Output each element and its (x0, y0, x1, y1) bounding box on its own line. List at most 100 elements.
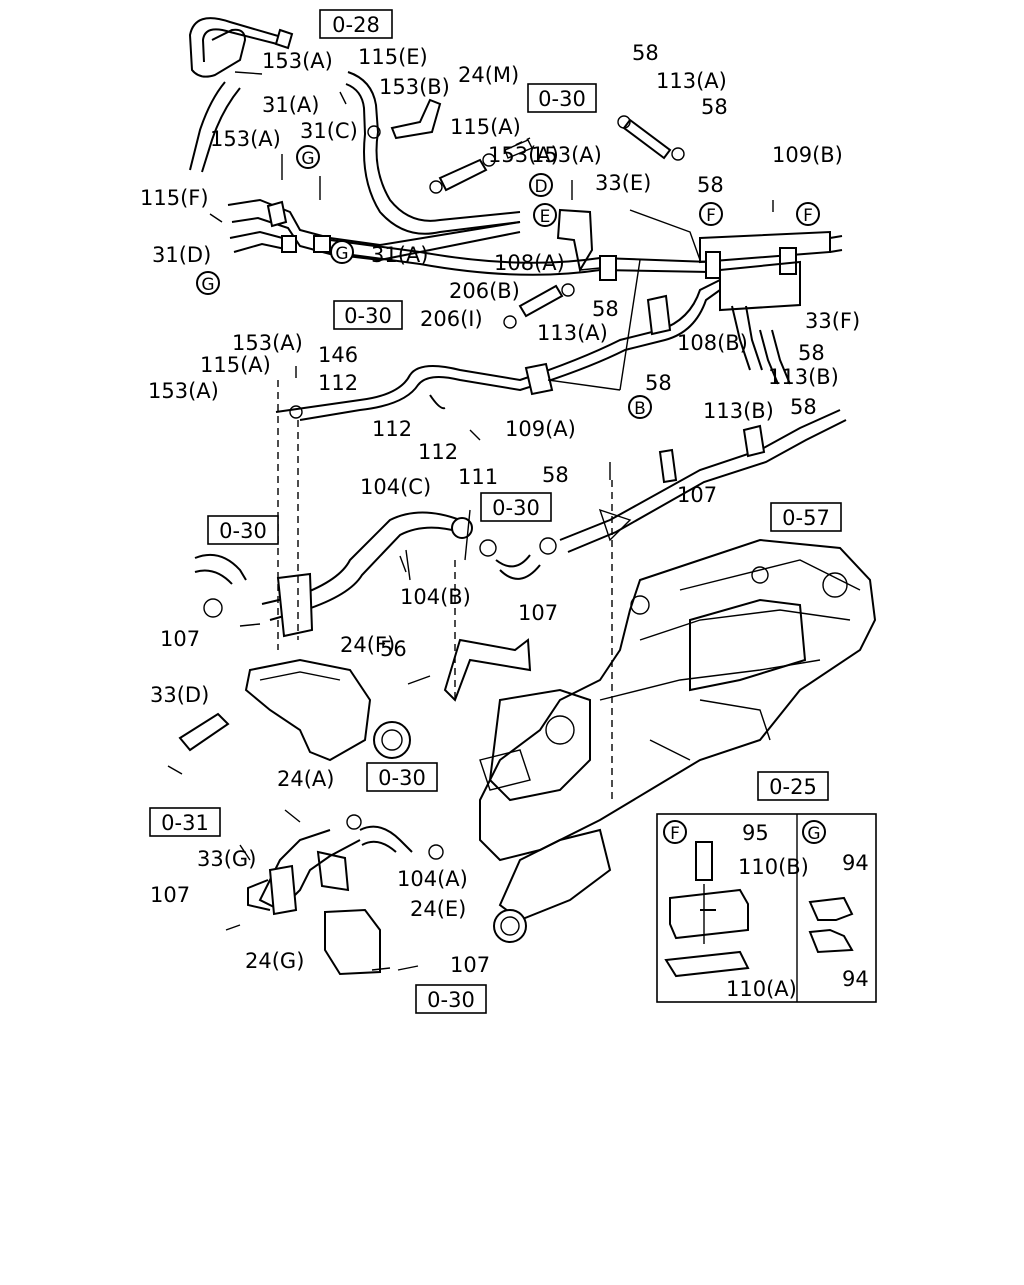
circle-marker: G (330, 240, 354, 264)
part-callout: 24(E) (410, 897, 466, 921)
reference-box: 0-30 (366, 762, 438, 792)
part-callout: 31(A) (371, 243, 428, 267)
reference-box: 0-31 (149, 807, 221, 837)
reference-box: 0-25 (757, 771, 829, 801)
circle-marker: F (699, 202, 723, 226)
circle-marker: D (529, 173, 553, 197)
part-callout: 31(C) (300, 119, 358, 143)
part-callout: 104(A) (397, 867, 468, 891)
part-callout: 24(A) (277, 767, 334, 791)
circle-marker-letter: F (803, 206, 813, 226)
inset-callout: 95 (742, 821, 769, 845)
part-callout: 33(G) (197, 847, 256, 871)
part-callout: 31(D) (152, 243, 211, 267)
part-callout: 109(A) (505, 417, 576, 441)
inset-f-marker-letter: F (670, 824, 680, 844)
part-callout: 108(B) (677, 331, 748, 355)
part-callout: 58 (701, 95, 728, 119)
circle-marker-letter: D (534, 177, 547, 197)
reference-box: 0-30 (415, 984, 487, 1014)
inset-callout: 94 (842, 851, 869, 875)
part-callout: 153(A) (232, 331, 303, 355)
circle-marker: F (796, 202, 820, 226)
circle-marker: G (196, 271, 220, 295)
part-callout: 31(A) (262, 93, 319, 117)
reference-box-label: 0-57 (782, 506, 830, 530)
circle-marker: B (628, 395, 652, 419)
part-callout: 107 (518, 601, 558, 625)
part-callout: 107 (150, 883, 190, 907)
part-callout: 113(A) (537, 321, 608, 345)
part-callout: 58 (790, 395, 817, 419)
reference-box-label: 0-25 (769, 775, 817, 799)
reference-box-label: 0-28 (332, 13, 380, 37)
circle-marker: G (296, 145, 320, 169)
part-callout: 112 (418, 440, 458, 464)
circle-marker-letter: F (706, 206, 716, 226)
inset-g-marker-letter: G (807, 824, 820, 844)
part-callout: 206(B) (449, 279, 520, 303)
part-callout: 115(A) (200, 353, 271, 377)
circle-marker: E (533, 203, 557, 227)
reference-box-label: 0-30 (538, 87, 586, 111)
circle-markers: G G G DE F F B (196, 145, 820, 419)
reference-box-label: 0-30 (378, 766, 426, 790)
reference-box-label: 0-31 (161, 811, 209, 835)
part-callout: 115(E) (358, 45, 428, 69)
part-callout: 153(A) (488, 143, 559, 167)
part-callout: 58 (542, 463, 569, 487)
part-callout: 104(B) (400, 585, 471, 609)
callout-labels: 153(A)115(E)24(M)153(B)31(A)31(C)153(A)1… (140, 41, 860, 977)
part-callout: 153(A) (262, 49, 333, 73)
part-callout: 153(B) (379, 75, 450, 99)
circle-marker-letter: G (335, 244, 348, 264)
circle-marker-letter: B (634, 399, 646, 419)
detail-inset-panel: F G 95 110(B) 110(A) 94 94 (656, 813, 877, 1003)
circle-marker-letter: E (540, 207, 551, 227)
part-callout: 24(G) (245, 949, 304, 973)
reference-box-label: 0-30 (492, 496, 540, 520)
reference-box: 0-28 (319, 9, 393, 39)
part-callout: 33(F) (805, 309, 860, 333)
inset-g-marker: G (802, 820, 826, 844)
part-callout: 33(D) (150, 683, 209, 707)
part-callout: 113(B) (703, 399, 774, 423)
part-callout: 153(A) (531, 143, 602, 167)
reference-boxes: 0-28 0-30 0-30 0-30 0-30 0-57 0-25 0-30 0-31 0-30 (149, 9, 842, 1014)
part-callout: 58 (592, 297, 619, 321)
reference-box-label: 0-30 (219, 519, 267, 543)
inset-f-marker: F (663, 820, 687, 844)
part-callout: 107 (160, 627, 200, 651)
reference-box: 0-57 (770, 502, 842, 532)
circle-marker-letter: G (301, 149, 314, 169)
inset-callout: 110(A) (726, 977, 797, 1001)
part-callout: 58 (632, 41, 659, 65)
circle-marker-letter: G (201, 275, 214, 295)
inset-f-drawing (664, 841, 750, 978)
reference-box: 0-30 (333, 300, 403, 330)
part-callout: 33(E) (595, 171, 651, 195)
part-callout: 113(A) (656, 69, 727, 93)
drawing-geometry (167, 17, 877, 976)
part-callout: 111 (458, 465, 498, 489)
engine-block (479, 538, 877, 943)
part-callout: 58 (697, 173, 724, 197)
part-callout: 115(F) (140, 186, 209, 210)
reference-box-label: 0-30 (427, 988, 475, 1012)
inset-callout: 110(B) (738, 855, 809, 879)
part-callout: 146 (318, 343, 358, 367)
reference-box: 0-30 (480, 492, 552, 522)
part-callout: 153(A) (148, 379, 219, 403)
part-callout: 112 (318, 371, 358, 395)
part-callout: 56 (380, 637, 407, 661)
inset-callout: 94 (842, 967, 869, 991)
part-callout: 206(I) (420, 307, 483, 331)
part-callout: 109(B) (772, 143, 843, 167)
part-callout: 112 (372, 417, 412, 441)
part-callout: 104(C) (360, 475, 431, 499)
part-callout: 107 (677, 483, 717, 507)
part-callout: 107 (450, 953, 490, 977)
reference-box: 0-30 (527, 83, 597, 113)
reference-box-label: 0-30 (344, 304, 392, 328)
